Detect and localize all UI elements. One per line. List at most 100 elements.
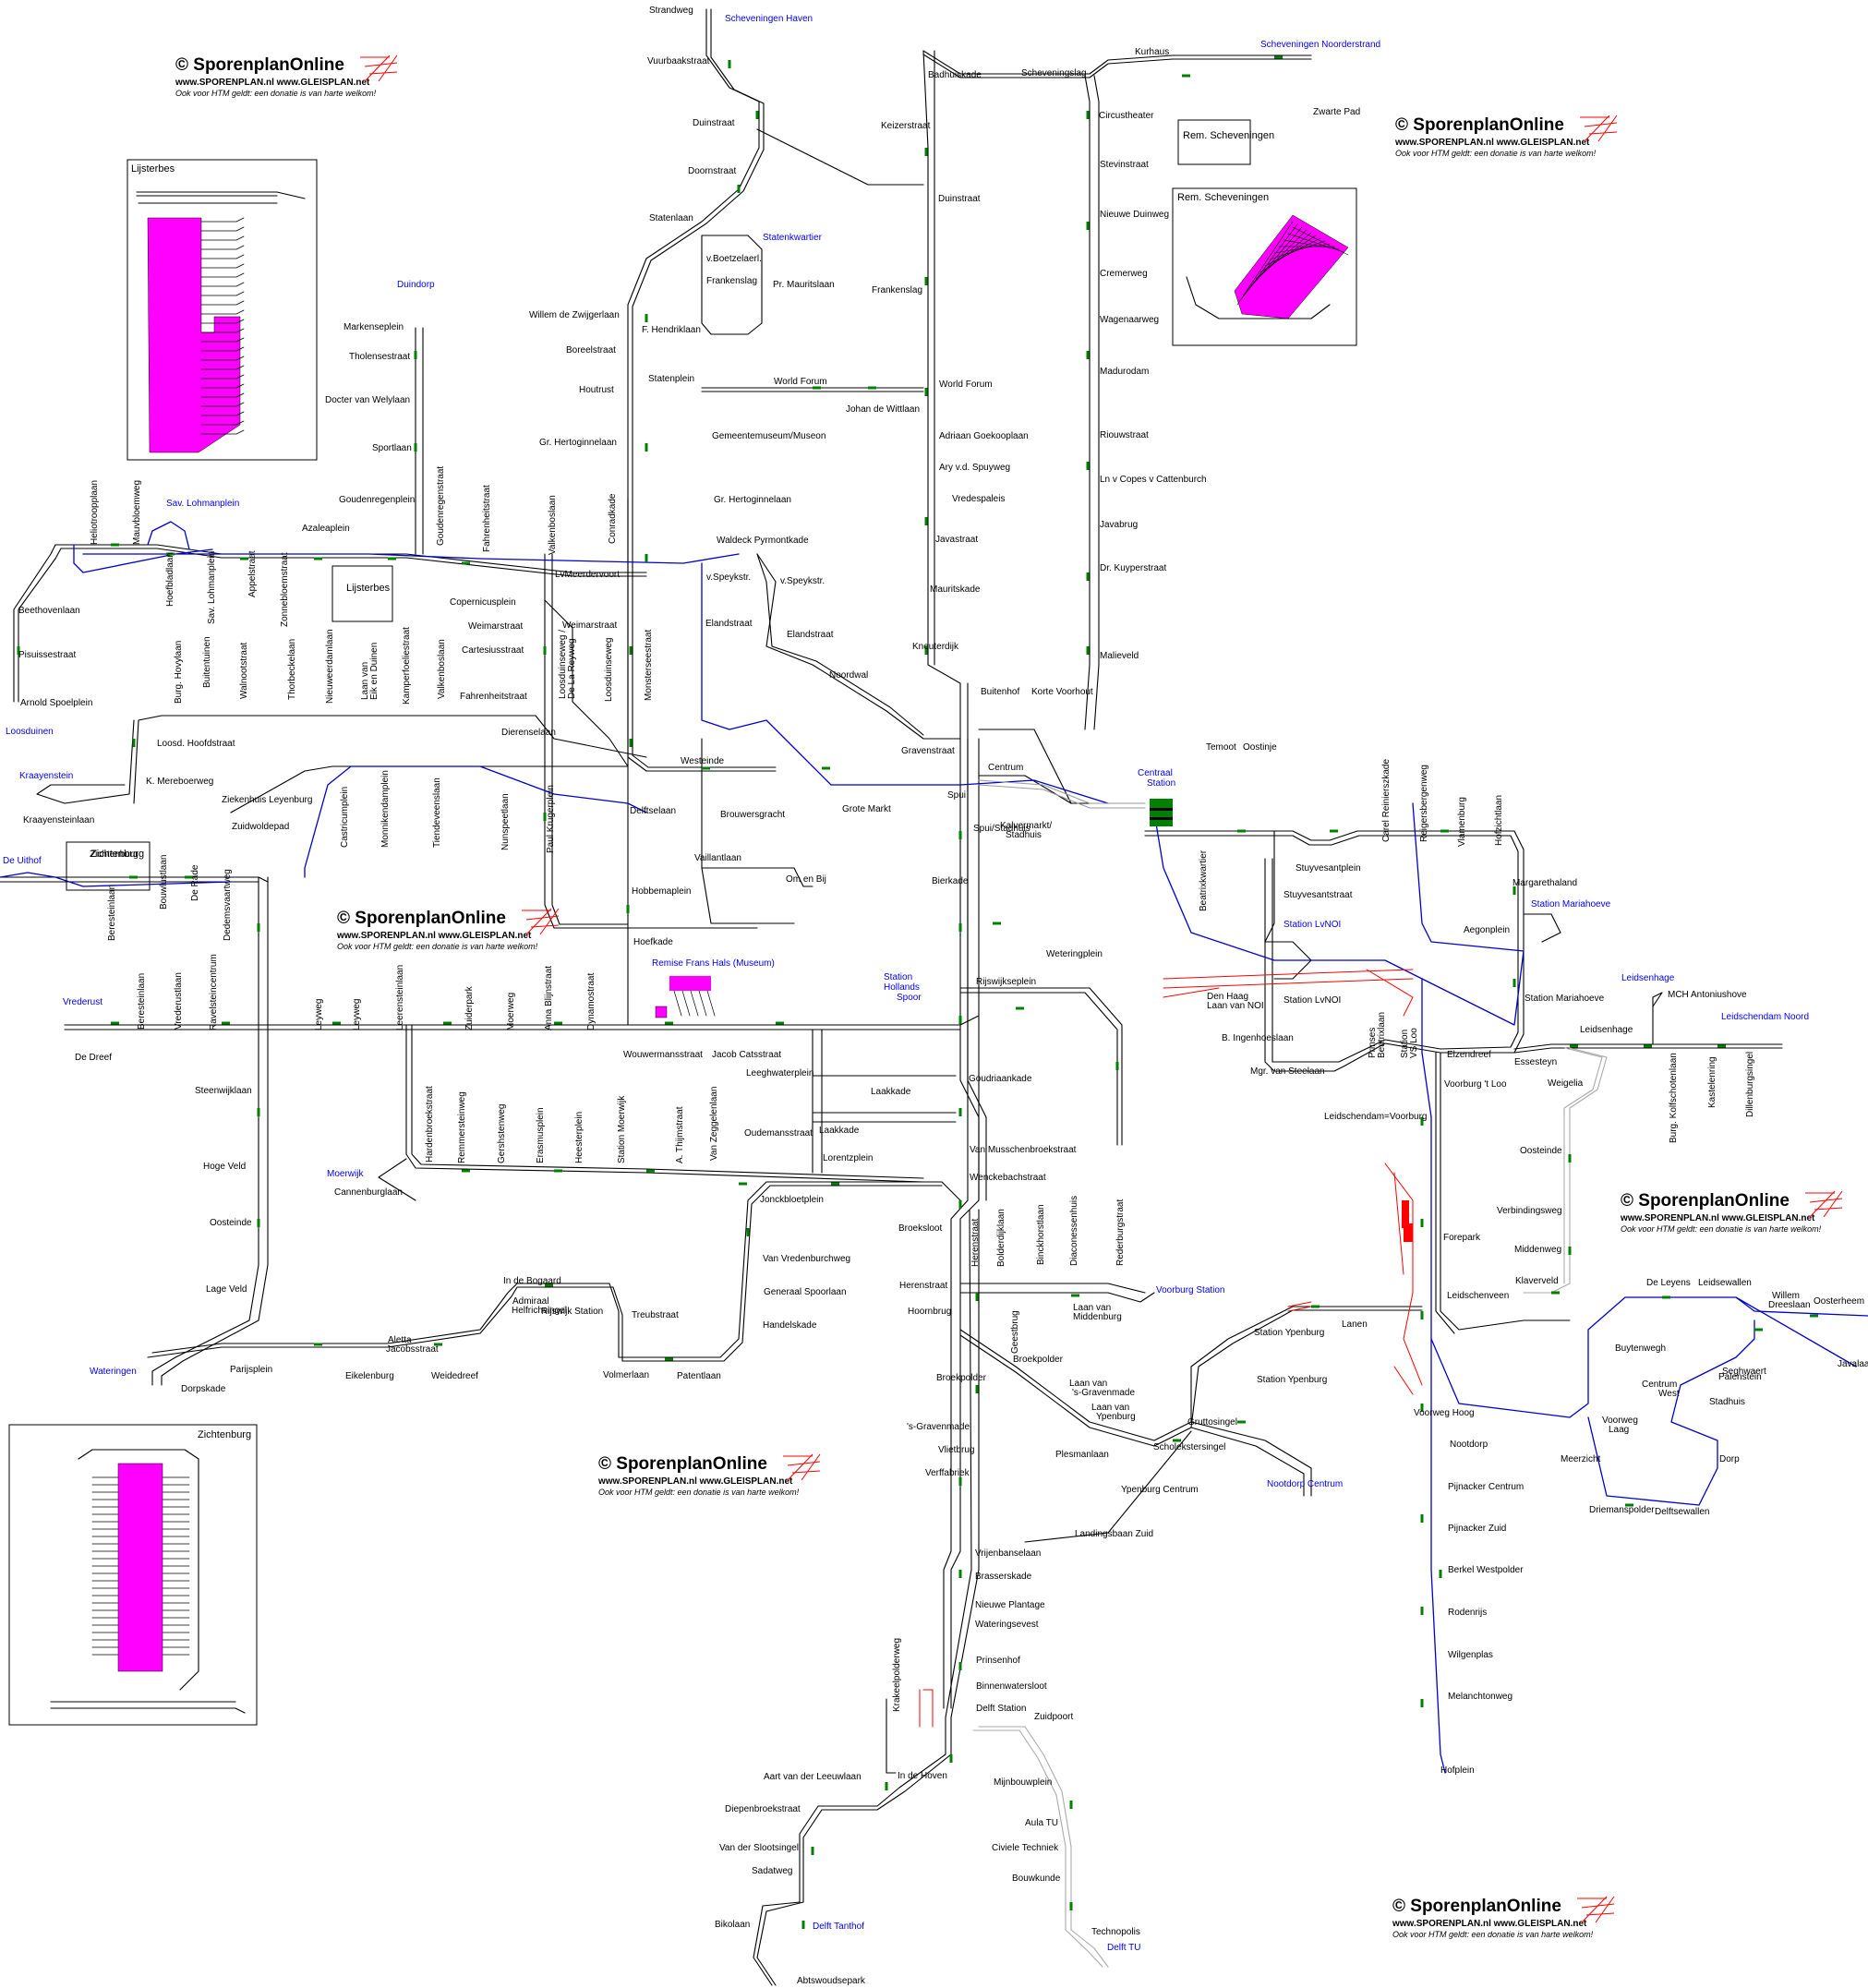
stop-label: Kneuterdijk bbox=[912, 642, 959, 652]
track-line bbox=[701, 867, 795, 924]
stop-label: Gr. Hertoginnelaan bbox=[539, 438, 617, 448]
track-line bbox=[551, 553, 629, 925]
stop-label: Leidsenhage bbox=[1621, 973, 1675, 983]
track-line bbox=[1652, 992, 1663, 1044]
stop-label: Pr. Mauritslaan bbox=[773, 280, 835, 290]
signal-marker bbox=[111, 1021, 119, 1025]
signal-marker bbox=[737, 185, 741, 193]
stop-label-vertical: Beatrixlaan bbox=[1377, 1012, 1387, 1058]
stop-label-vertical: Binckhorstlaan bbox=[1036, 1204, 1046, 1265]
stop-label-vertical: Ravelsteincentrum bbox=[209, 954, 219, 1030]
stop-label-vertical: Loosduinseweg bbox=[604, 638, 614, 703]
signal-marker bbox=[1420, 1404, 1424, 1412]
signal-marker bbox=[332, 1021, 341, 1025]
stop-label: Delft Station bbox=[976, 1704, 1026, 1714]
stop-label: Station Mariahoeve bbox=[1525, 994, 1605, 1004]
stop-label: Docter van Welylaan bbox=[325, 395, 410, 405]
signal-marker bbox=[1420, 1607, 1424, 1615]
stop-label: Kraayenstein bbox=[19, 771, 73, 781]
stop-label: Vlietbrug bbox=[938, 1445, 974, 1455]
stop-label-vertical: Monnikendamplein bbox=[380, 770, 391, 848]
stop-label: West bbox=[1658, 1389, 1680, 1399]
stop-label: Palenstein bbox=[1718, 1372, 1762, 1382]
signal-marker bbox=[993, 922, 1001, 925]
stop-label: Nootdorp bbox=[1450, 1440, 1488, 1450]
depot-siding bbox=[698, 990, 707, 1017]
stop-label: v.Boetzelaerl. bbox=[706, 254, 762, 264]
signal-marker bbox=[958, 1662, 962, 1670]
depot-siding bbox=[200, 346, 245, 352]
signal-marker bbox=[755, 111, 759, 119]
stop-label-vertical: Hardenbroekstraat bbox=[425, 1086, 435, 1163]
signal-marker bbox=[314, 557, 322, 560]
stop-label: Plesmanlaan bbox=[1055, 1450, 1109, 1460]
track-line bbox=[405, 1024, 924, 1183]
stop-label: Lanen bbox=[1342, 1319, 1368, 1330]
stop-label: Vuurbaakstraat bbox=[647, 56, 710, 66]
stop-label: Frankenslag bbox=[706, 276, 757, 286]
rem-scheveningen-box bbox=[1177, 119, 1251, 165]
logo-title: © SporenplanOnline bbox=[598, 1454, 767, 1474]
depot-siding bbox=[200, 420, 245, 426]
stop-label: Sportlaan bbox=[372, 443, 412, 453]
stop-label-vertical: Bolderdijklaan bbox=[996, 1209, 1006, 1267]
stop-label: Copernicusplein bbox=[450, 597, 516, 608]
stop-label-vertical: Moerweg bbox=[506, 993, 516, 1030]
stop-label: Duindorp bbox=[397, 280, 435, 290]
stop-label: Gemeentemuseum/Museon bbox=[712, 431, 826, 441]
signal-marker bbox=[1311, 1305, 1320, 1308]
signal-marker bbox=[1069, 1801, 1073, 1809]
signal-marker bbox=[1625, 1503, 1633, 1507]
signal-marker bbox=[924, 277, 928, 285]
stop-label-vertical: Leerensteinlaan bbox=[395, 965, 405, 1030]
stop-label: Broekpolder bbox=[1013, 1355, 1064, 1365]
stop-label: Statenkwartier bbox=[763, 233, 823, 243]
track-line bbox=[1144, 835, 1519, 1063]
signal-marker bbox=[1440, 829, 1449, 833]
signal-marker bbox=[728, 60, 731, 68]
depot-siding bbox=[681, 990, 691, 1017]
logo-title: © SporenplanOnline bbox=[1621, 1191, 1790, 1211]
stop-label: Arnold Spoelplein bbox=[20, 698, 92, 708]
signal-marker bbox=[924, 148, 928, 156]
track-line bbox=[959, 987, 1123, 1146]
depot-siding bbox=[1259, 235, 1317, 273]
stop-label: Buytenwegh bbox=[1615, 1343, 1666, 1354]
stop-label: Scholekstersingel bbox=[1153, 1442, 1225, 1452]
scheveningen-depot-box bbox=[1172, 187, 1357, 346]
stop-label: Wouwermansstraat bbox=[623, 1050, 703, 1060]
stop-label: Oudemansstraat bbox=[744, 1128, 813, 1139]
stop-label: Kurhaus bbox=[1135, 47, 1169, 57]
stop-label: Laan van NOI bbox=[1207, 1001, 1264, 1011]
stop-label: Broekpolder bbox=[936, 1373, 987, 1383]
logo-rails-icon bbox=[522, 908, 560, 935]
track-line bbox=[1513, 1043, 1783, 1050]
stop-label-vertical: Leyweg bbox=[314, 999, 324, 1030]
stop-label: Moerwijk bbox=[327, 1169, 364, 1179]
stop-label-vertical: Dillenburgsingel bbox=[1745, 1052, 1755, 1117]
stop-label: Vrijenbanselaan bbox=[975, 1548, 1041, 1559]
signal-marker bbox=[388, 557, 396, 560]
stop-label: Gruttosingel bbox=[1187, 1417, 1237, 1428]
stop-label: LvMeerdervoort bbox=[555, 570, 620, 580]
stop-label: Leidsewallen bbox=[1698, 1278, 1752, 1288]
signal-marker bbox=[868, 386, 876, 390]
track-line bbox=[959, 1334, 1155, 1447]
track-line bbox=[959, 1292, 1155, 1303]
stop-label: Sadatweg bbox=[752, 1866, 792, 1876]
lijsterbes-depot-shed bbox=[147, 217, 241, 453]
stop-label: Mijnbouwplein bbox=[994, 1777, 1052, 1788]
track-line bbox=[756, 553, 924, 736]
metro-line bbox=[1587, 1319, 1755, 1506]
depot-siding bbox=[1292, 226, 1349, 256]
stop-label: Grote Markt bbox=[842, 804, 891, 814]
track-line bbox=[886, 1698, 897, 1774]
stop-label-vertical: Reigersbergenweg bbox=[1419, 765, 1429, 842]
signal-marker bbox=[665, 1021, 673, 1025]
light-rail-line bbox=[1563, 1047, 1603, 1284]
stop-label: Vredespaleis bbox=[952, 494, 1005, 504]
stop-label: Station Ypenburg bbox=[1254, 1328, 1324, 1338]
stop-label: Kalvermarkt/ bbox=[1000, 821, 1052, 831]
stop-label-vertical: Burg. Kolfschotenlaan bbox=[1669, 1053, 1679, 1143]
stop-label: Voorburg 't Loo bbox=[1444, 1079, 1507, 1090]
